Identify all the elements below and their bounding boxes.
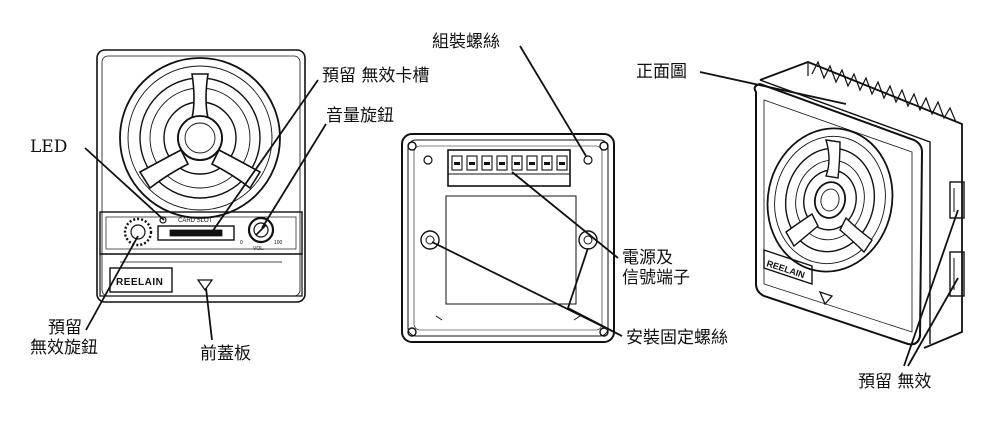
vol-min-text: 0 — [240, 240, 243, 246]
leader-reserved-upper — [903, 209, 959, 367]
label-power-signal-line2: 信號端子 — [622, 268, 690, 288]
center-leader-lines — [431, 45, 623, 337]
label-reserved-card-slot: 預留 無效卡槽 — [322, 66, 430, 86]
front-brand-text: REELAIN — [116, 277, 163, 288]
front-brand-plate — [109, 267, 173, 293]
iso-cover-arrow — [818, 290, 834, 306]
label-mount-screw: 安裝固定螺絲 — [626, 328, 728, 348]
label-front-view: 正面圖 — [636, 62, 687, 82]
leader-front-view — [699, 71, 847, 105]
leader-led — [84, 147, 165, 221]
label-volume-knob: 音量旋鈕 — [326, 106, 394, 126]
leader-front-cover — [205, 287, 213, 341]
label-assembly-screw: 組裝螺絲 — [432, 32, 500, 52]
leader-power-terminal — [511, 171, 619, 259]
label-reserved-knob-line2: 無效旋鈕 — [30, 338, 98, 358]
control-panel-inner — [105, 216, 297, 250]
side-tab-lower — [949, 251, 965, 297]
label-led: LED — [30, 137, 68, 157]
front-view — [96, 49, 306, 303]
label-front-cover: 前蓋板 — [200, 344, 251, 364]
iso-back-body — [759, 61, 963, 349]
back-body-outline — [401, 133, 615, 343]
front-cover-panel — [99, 253, 303, 297]
corner-screw — [407, 141, 417, 151]
front-body-outline — [96, 49, 306, 303]
back-body-inner — [407, 139, 609, 337]
isometric-view — [753, 60, 965, 349]
front-cover-arrow — [196, 279, 214, 292]
assembly-screw — [583, 155, 593, 165]
leader-mount-right — [566, 247, 623, 337]
back-label-area — [445, 195, 577, 305]
corner-screw — [599, 141, 609, 151]
corner-screw — [407, 327, 417, 337]
left-leader-lines — [84, 79, 327, 341]
side-tab-upper — [949, 181, 965, 219]
leader-assembly-screw — [519, 45, 587, 157]
vol-max-text: 100 — [274, 240, 283, 246]
iso-brand-plate — [763, 249, 813, 285]
label-power-signal-line1: 電源及 — [622, 248, 673, 268]
right-leader-lines — [699, 71, 959, 367]
card-slot-text: CARD SLOT — [178, 218, 213, 224]
mount-hole-left — [420, 230, 440, 250]
back-view — [401, 133, 615, 343]
led-indicator — [159, 216, 167, 224]
card-slot — [157, 225, 235, 241]
volume-knob — [247, 216, 275, 244]
reserved-knob — [123, 217, 153, 247]
vol-text: VOL. — [253, 246, 264, 252]
leader-reserved-lower — [907, 277, 959, 367]
label-reserved-invalid: 預留 無效 — [858, 372, 932, 392]
iso-heatsink-fins — [811, 60, 957, 123]
terminal-block — [447, 149, 571, 187]
assembly-screw — [423, 155, 433, 165]
leader-volume-knob — [261, 123, 327, 229]
front-speaker-grille — [119, 57, 281, 219]
iso-speaker-grille — [766, 127, 894, 273]
leader-card-slot — [211, 79, 319, 233]
label-reserved-knob-line1: 預留 — [48, 318, 82, 338]
leader-reserved-knob — [85, 235, 139, 331]
